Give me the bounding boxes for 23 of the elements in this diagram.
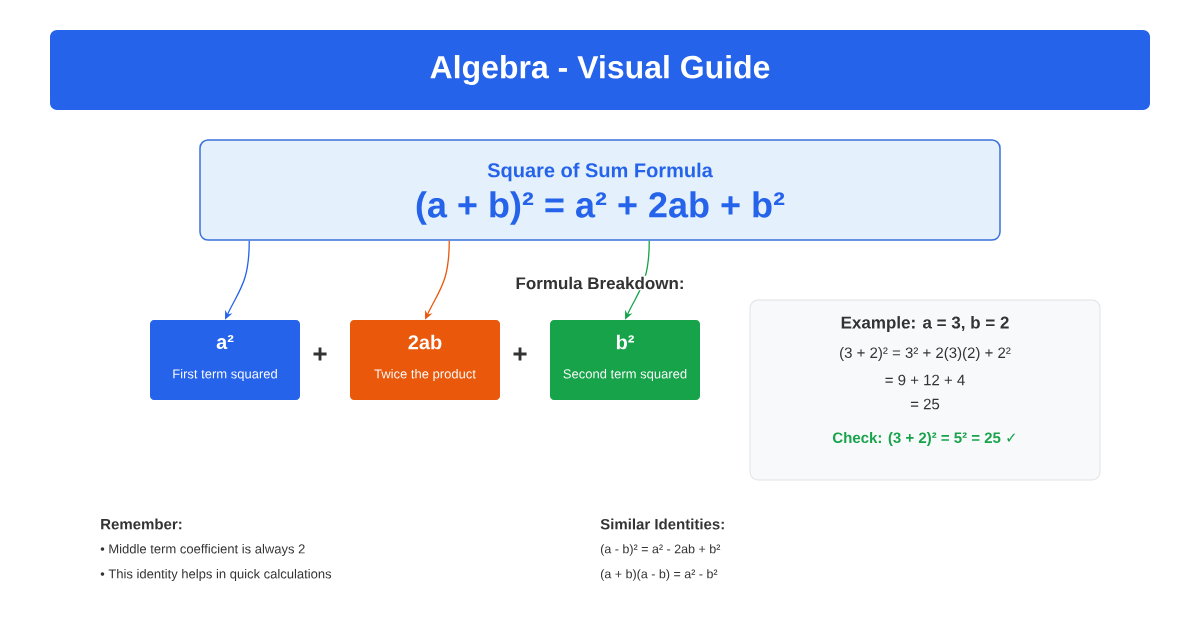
calculation-line: (3 + 2)² = 3² + 2(3)(2) + 2²: [840, 347, 1011, 361]
formula-text: (a + b)² = a² + 2ab + b²: [416, 191, 785, 225]
plus-sign: +: [313, 347, 327, 361]
term-caption: First term squared: [173, 368, 277, 382]
calculation-line: = 25: [910, 398, 940, 410]
section-heading: Formula Breakdown:: [512, 275, 688, 291]
term-caption: Second term squared: [563, 368, 687, 382]
term-caption: Twice the product: [374, 368, 476, 382]
bullet-point: • Middle term coefficient is always 2: [100, 543, 305, 557]
calculation-line: = 9 + 12 + 4: [885, 374, 965, 386]
title-banner: Algebra - Visual Guide: [50, 30, 1150, 110]
term-symbol: 2ab: [408, 334, 442, 350]
box-heading: Square of Sum Formula: [487, 162, 713, 182]
term-symbol: a²: [216, 334, 234, 350]
section-heading: Similar Identities:: [600, 518, 724, 530]
section-heading: Remember:: [101, 518, 182, 530]
term-symbol: b²: [616, 334, 635, 350]
identity-text: (a + b)(a - b) = a² - b²: [600, 569, 718, 581]
bullet-point: • This identity helps in quick calculations: [100, 568, 332, 582]
plus-sign: +: [513, 347, 527, 361]
identity-text: (a - b)² = a² - 2ab + b²: [600, 544, 721, 556]
panel-heading: Example: a = 3, b = 2: [841, 316, 1009, 332]
check-line: Check: (3 + 2)² = 5² = 25 ✓: [833, 432, 1016, 446]
